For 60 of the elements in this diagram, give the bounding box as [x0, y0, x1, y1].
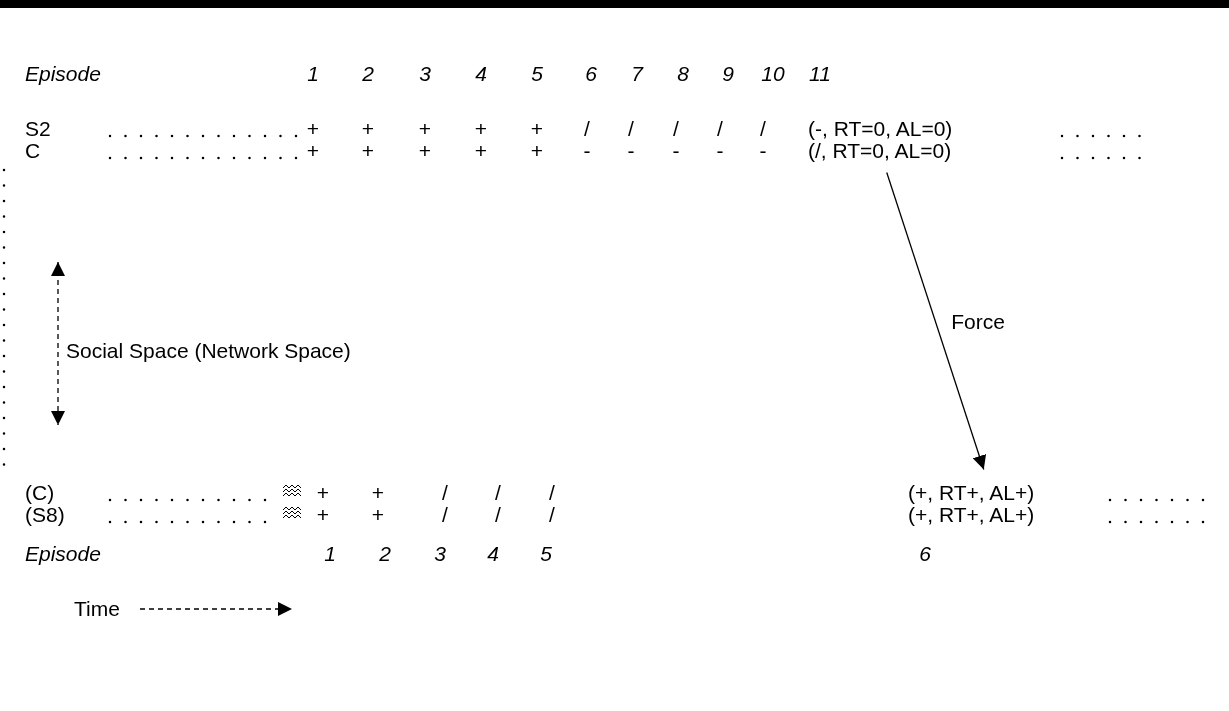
episode-number: 7 — [631, 62, 643, 84]
state-mark: + — [530, 139, 544, 161]
episode-number: 9 — [722, 62, 734, 84]
episode-number: 4 — [487, 542, 499, 564]
state-mark: + — [306, 117, 320, 139]
episode-number: 10 — [761, 62, 785, 84]
state-mark: / — [549, 503, 555, 525]
episode-number: 1 — [324, 542, 336, 564]
row-heading: C — [25, 139, 41, 161]
state-mark: + — [474, 117, 488, 139]
state-mark: + — [306, 139, 320, 161]
state-mark: + — [361, 139, 375, 161]
row-heading: Episode — [25, 62, 101, 84]
episode-number: 3 — [419, 62, 431, 84]
state-mark: / — [442, 481, 448, 503]
state-mark: - — [716, 139, 724, 161]
state-mark: - — [627, 139, 635, 161]
state-mark: + — [418, 117, 432, 139]
state-mark: / — [717, 117, 723, 139]
arrow — [886, 171, 987, 471]
state-mark: + — [371, 503, 385, 525]
state-mark: - — [583, 139, 591, 161]
state-mark: / — [628, 117, 634, 139]
state-mark: / — [495, 481, 501, 503]
row-heading: Episode — [25, 542, 101, 564]
episode-number: 8 — [677, 62, 689, 84]
row-heading: S2 — [25, 117, 51, 139]
state-mark: + — [474, 139, 488, 161]
episode-number: 1 — [307, 62, 319, 84]
state-mark: - — [759, 139, 767, 161]
episode-number: 6 — [585, 62, 597, 84]
state-mark: / — [673, 117, 679, 139]
state-tuple: (-, RT=0, AL=0) — [808, 117, 953, 139]
state-mark: / — [760, 117, 766, 139]
episode-number: 11 — [809, 62, 831, 84]
state-mark: / — [442, 503, 448, 525]
state-tuple: (+, RT+, AL+) — [908, 503, 1035, 525]
episode-number: 5 — [540, 542, 552, 564]
state-mark: + — [418, 139, 432, 161]
state-mark: / — [495, 503, 501, 525]
row-heading: (S8) — [25, 503, 65, 525]
row-heading: (C) — [25, 481, 55, 503]
state-mark: + — [316, 481, 330, 503]
state-mark: + — [361, 117, 375, 139]
state-mark: + — [316, 503, 330, 525]
episode-number: 4 — [475, 62, 487, 84]
state-mark: + — [530, 117, 544, 139]
episode-number: 2 — [362, 62, 374, 84]
axis-label: Social Space (Network Space) — [66, 339, 351, 361]
state-mark: - — [672, 139, 680, 161]
state-tuple: (/, RT=0, AL=0) — [808, 139, 952, 161]
state-tuple: (+, RT+, AL+) — [908, 481, 1035, 503]
state-mark: / — [549, 481, 555, 503]
episode-number: 5 — [531, 62, 543, 84]
episode-number: 3 — [434, 542, 446, 564]
episode-number: 2 — [379, 542, 391, 564]
episode-number: 6 — [919, 542, 931, 564]
state-mark: / — [584, 117, 590, 139]
axis-label: Time — [74, 597, 120, 619]
state-mark: + — [371, 481, 385, 503]
